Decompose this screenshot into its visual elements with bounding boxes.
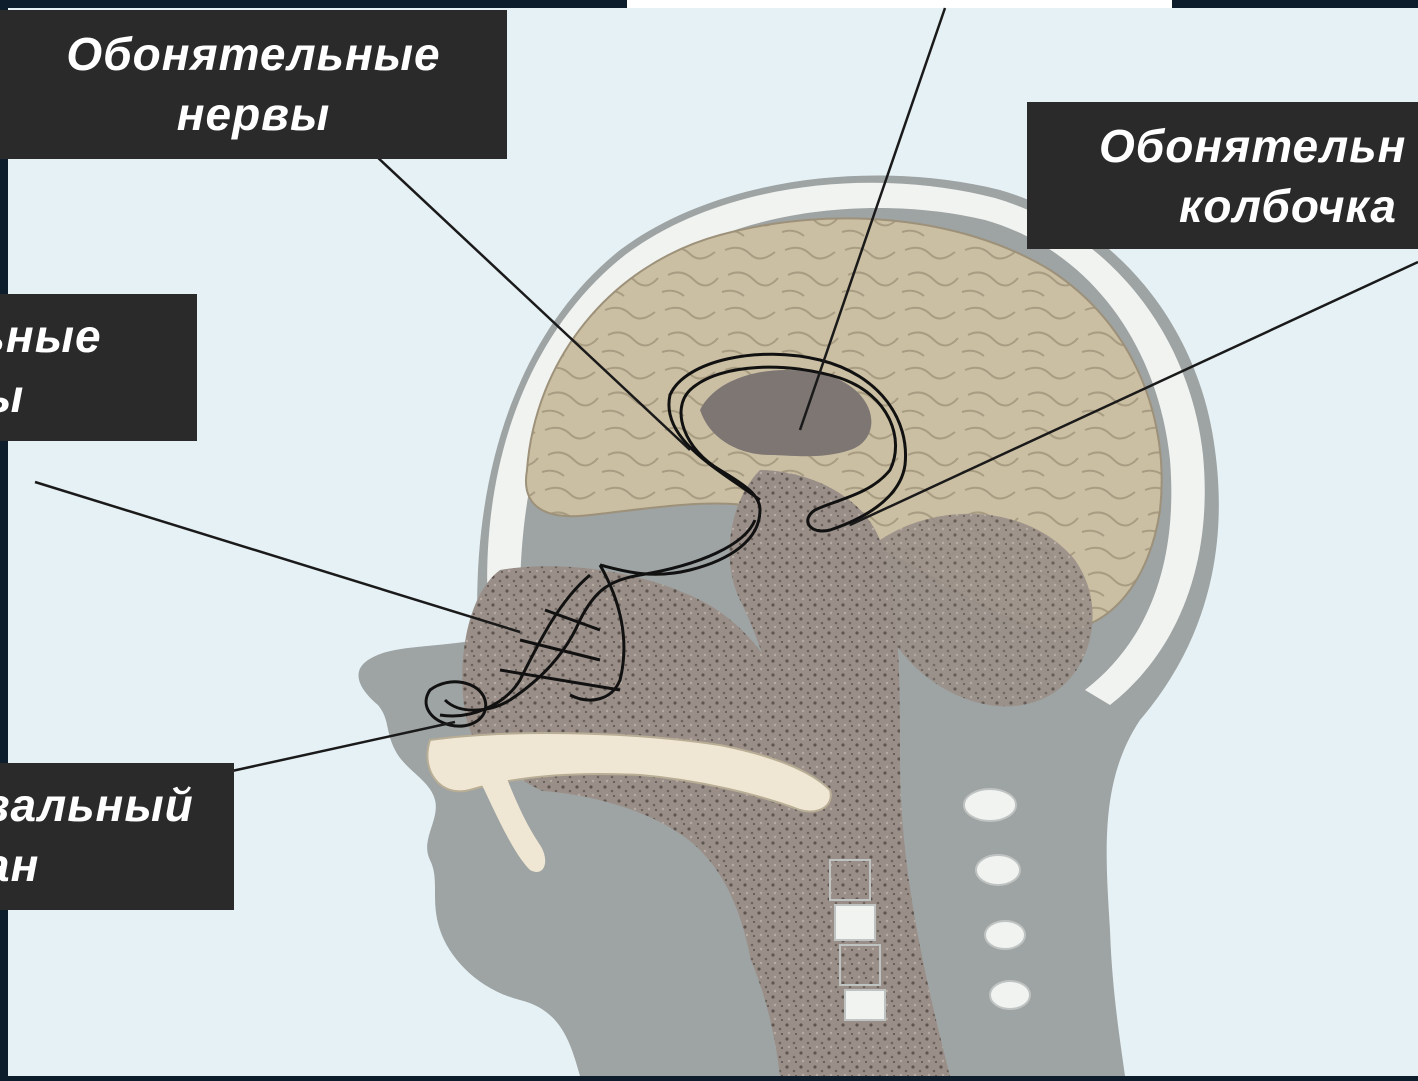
label-olfactory-bulb: Обонятельн колбочка — [1027, 102, 1418, 249]
label-olfactory-bulb-line-2: колбочка — [1027, 176, 1418, 236]
label-olfactory-nerves-line-2: нервы — [0, 84, 507, 144]
label-vomeronasal-organ: зальный ан — [0, 763, 234, 910]
label-olfactory-nerves-line-1: Обонятельные — [0, 24, 507, 84]
label-olfactory-cells: льные ы — [0, 294, 197, 441]
label-olfactory-nerves: Обонятельные нервы — [0, 10, 507, 159]
label-olfactory-bulb-line-1: Обонятельн — [1027, 116, 1418, 176]
label-vomeronasal-organ-line-2: ан — [0, 835, 218, 895]
top-edge-strip — [627, 0, 1172, 8]
label-olfactory-cells-line-2: ы — [0, 366, 181, 426]
label-olfactory-cells-line-1: льные — [0, 306, 145, 366]
label-vomeronasal-organ-line-1: зальный — [0, 775, 220, 835]
